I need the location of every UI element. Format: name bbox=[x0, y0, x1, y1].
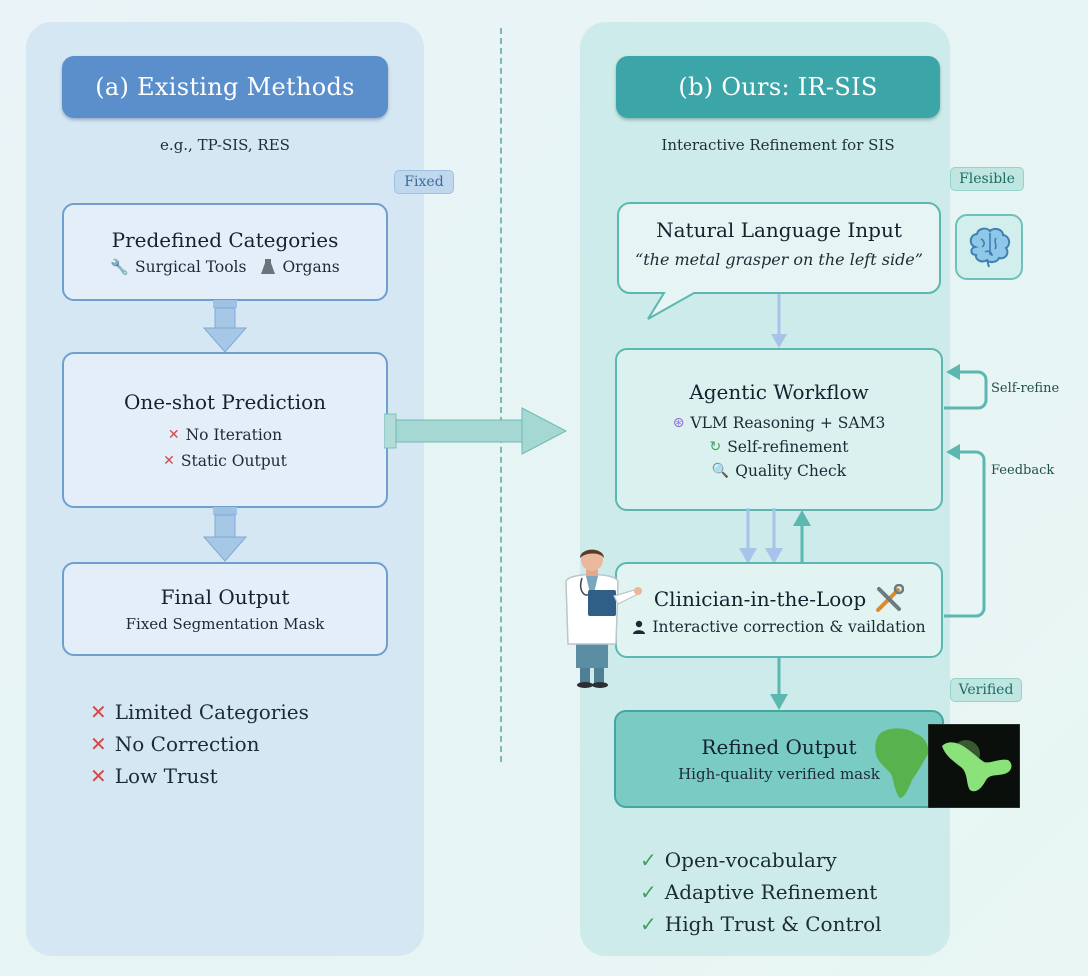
self-refine-loop-arrow bbox=[944, 364, 988, 410]
self-refinement-label: Self-refinement bbox=[727, 437, 849, 456]
brain-icon bbox=[969, 227, 1011, 268]
agentic-workflow-title: Agentic Workflow bbox=[689, 379, 869, 404]
quality-check-row: 🔍 Quality Check bbox=[712, 462, 846, 480]
wrench-icon: 🔧 bbox=[110, 258, 130, 276]
one-shot-prediction-box: One-shot Prediction ✕ No Iteration ✕ Sta… bbox=[62, 352, 388, 508]
refined-output-line: High-quality verified mask bbox=[678, 765, 880, 783]
refined-output-title: Refined Output bbox=[701, 735, 857, 759]
cross-icon: ✕ bbox=[163, 453, 175, 469]
check-icon: ✓ bbox=[640, 848, 657, 872]
vlm-label: VLM Reasoning + SAM3 bbox=[690, 413, 886, 432]
clinician-to-output-arrow bbox=[770, 656, 788, 710]
agentic-workflow-box: Agentic Workflow ⊛ VLM Reasoning + SAM3 … bbox=[615, 348, 943, 511]
static-output-row: ✕ Static Output bbox=[163, 452, 287, 470]
clinician-line-row: Interactive correction & vaildation bbox=[632, 618, 926, 636]
cross-icon: ✕ bbox=[90, 700, 107, 724]
no-iteration-label: No Iteration bbox=[185, 426, 283, 444]
verified-tag: Verified bbox=[950, 678, 1022, 702]
clinician-line: Interactive correction & vaildation bbox=[652, 618, 926, 636]
speech-bubble-shape bbox=[617, 202, 941, 320]
final-output-box: Final Output Fixed Segmentation Mask bbox=[62, 562, 388, 656]
predefined-categories-title: Predefined Categories bbox=[111, 228, 339, 252]
advantage-label: Open-vocabulary bbox=[664, 848, 837, 872]
fixed-mask-label: Fixed Segmentation Mask bbox=[125, 615, 325, 633]
cross-icon: ✕ bbox=[90, 732, 107, 756]
fixed-tag: Fixed bbox=[394, 170, 454, 194]
tools-icon bbox=[876, 584, 905, 612]
advantages-list: ✓ Open-vocabulary ✓ Adaptive Refinement … bbox=[640, 844, 882, 940]
refined-output-text: Refined Output High-quality verified mas… bbox=[654, 735, 904, 783]
final-output-title: Final Output bbox=[160, 585, 290, 609]
flask-icon bbox=[261, 259, 276, 274]
feedback-loop-arrow bbox=[944, 444, 986, 618]
down-arrow-1 bbox=[202, 300, 248, 353]
limitations-list: ✕ Limited Categories ✕ No Correction ✕ L… bbox=[90, 696, 309, 792]
magnifier-icon: 🔍 bbox=[711, 462, 730, 479]
limitation-label: Low Trust bbox=[114, 764, 218, 788]
existing-methods-subtitle: e.g., TP-SIS, RES bbox=[160, 136, 290, 154]
mask-thumbnail bbox=[928, 724, 1020, 808]
person-icon bbox=[633, 620, 646, 634]
clinician-title: Clinician-in-the-Loop bbox=[653, 587, 867, 611]
vlm-icon: ⊛ bbox=[672, 414, 685, 431]
organs-label: Organs bbox=[282, 258, 340, 276]
static-output-label: Static Output bbox=[180, 452, 287, 470]
advantage-label: Adaptive Refinement bbox=[664, 880, 878, 904]
natural-language-quote: “the metal grasper on the left side” bbox=[635, 250, 923, 269]
vlm-row: ⊛ VLM Reasoning + SAM3 bbox=[673, 414, 886, 432]
list-item: ✓ High Trust & Control bbox=[640, 908, 882, 940]
list-item: ✓ Open-vocabulary bbox=[640, 844, 882, 876]
natural-language-title: Natural Language Input bbox=[656, 218, 902, 242]
brain-bubble bbox=[955, 214, 1023, 280]
no-iteration-row: ✕ No Iteration bbox=[168, 426, 282, 444]
limitation-label: Limited Categories bbox=[114, 700, 309, 724]
check-icon: ✓ bbox=[640, 880, 657, 904]
doctor-figure bbox=[565, 549, 642, 688]
list-item: ✓ Adaptive Refinement bbox=[640, 876, 882, 908]
existing-methods-header: (a) Existing Methods bbox=[62, 56, 388, 118]
list-item: ✕ Limited Categories bbox=[90, 696, 309, 728]
refresh-icon: ↻ bbox=[709, 438, 722, 455]
list-item: ✕ No Correction bbox=[90, 728, 309, 760]
predefined-categories-items: 🔧 Surgical Tools Organs bbox=[110, 258, 339, 276]
self-refinement-row: ↻ Self-refinement bbox=[709, 438, 848, 456]
clinician-title-row: Clinician-in-the-Loop bbox=[653, 584, 905, 614]
surgical-tools-label: Surgical Tools bbox=[135, 258, 247, 276]
down-arrow-2 bbox=[202, 507, 248, 562]
cross-icon: ✕ bbox=[167, 427, 180, 443]
check-icon: ✓ bbox=[640, 912, 657, 936]
cross-icon: ✕ bbox=[90, 764, 107, 788]
advantage-label: High Trust & Control bbox=[664, 912, 882, 936]
limitation-label: No Correction bbox=[114, 732, 260, 756]
feedback-label: Feedback bbox=[991, 463, 1055, 478]
natural-language-box: Natural Language Input “the metal graspe… bbox=[618, 218, 940, 269]
flexible-tag: Flesible bbox=[950, 167, 1024, 191]
workflow-clinician-arrows bbox=[739, 508, 811, 566]
panel-divider bbox=[500, 28, 502, 762]
green-mask-shape bbox=[875, 728, 929, 798]
one-shot-prediction-title: One-shot Prediction bbox=[123, 390, 327, 414]
self-refine-label: Self-refine bbox=[991, 381, 1060, 396]
quality-check-label: Quality Check bbox=[735, 461, 847, 480]
ours-header: (b) Ours: IR-SIS bbox=[616, 56, 940, 118]
ours-subtitle: Interactive Refinement for SIS bbox=[661, 136, 895, 154]
predefined-categories-box: Predefined Categories 🔧 Surgical Tools O… bbox=[62, 203, 388, 301]
clinician-loop-box: Clinician-in-the-Loop Interactive correc… bbox=[615, 562, 943, 658]
list-item: ✕ Low Trust bbox=[90, 760, 309, 792]
transition-arrow bbox=[384, 407, 568, 455]
nl-to-workflow-arrow bbox=[771, 294, 787, 348]
